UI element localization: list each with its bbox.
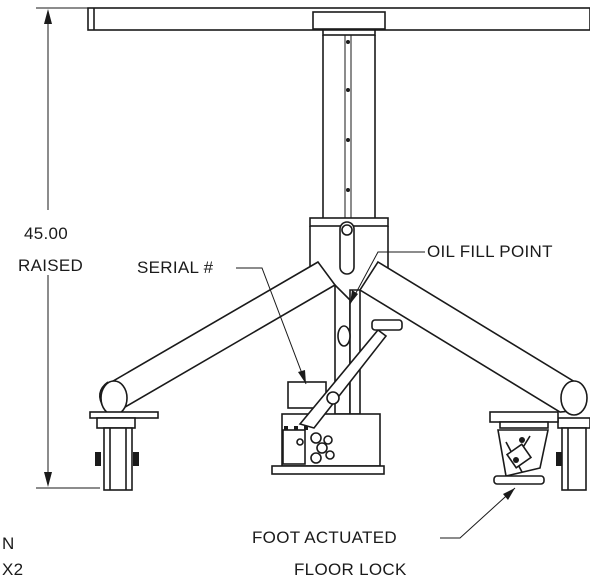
floor-lock-leader [440,487,516,539]
height-dimension [36,7,100,489]
base-body [271,283,385,475]
right-caster [556,417,590,491]
oil-fill-callout-label: OIL FILL POINT [427,242,553,261]
dimension-arrow-bottom [44,472,52,487]
cutoff-text-line1: N [2,534,15,553]
cutoff-text-line2: X2 [2,560,24,579]
dimension-arrow-top [44,9,52,24]
floor-lock [489,411,559,485]
serial-callout-label: SERIAL # [137,258,214,277]
dimension-value: 45.00 [24,224,69,243]
dimension-note: RAISED [18,256,84,275]
table-top [87,7,590,36]
right-leg [358,260,588,416]
oil-fill-leader [349,251,425,305]
lift-column [309,35,389,275]
floor-lock-callout-line1: FOOT ACTUATED [252,528,397,547]
left-caster [95,417,139,491]
floor-lock-callout-line2: FLOOR LOCK [294,560,407,579]
serial-leader [236,267,307,385]
pump-pedal-arm [298,319,403,429]
left-leg [89,260,337,419]
